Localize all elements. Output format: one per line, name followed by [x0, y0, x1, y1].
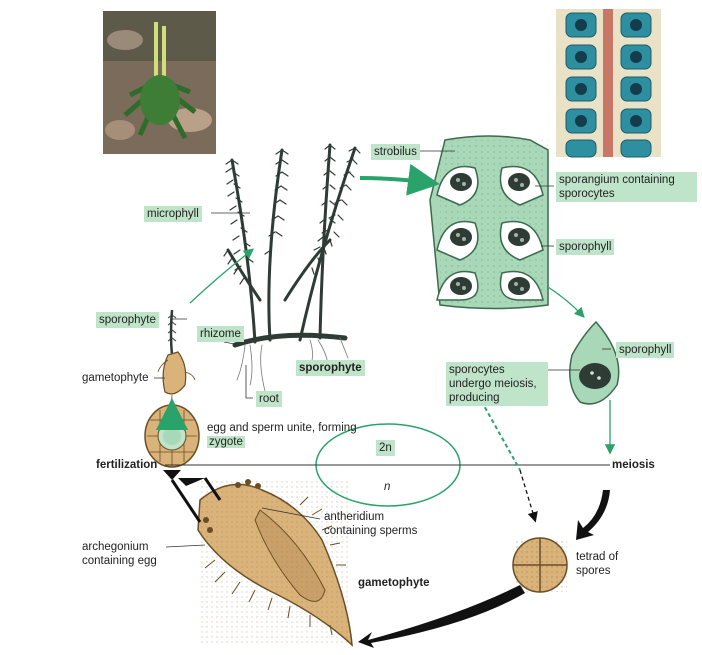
- strobilus-micrograph: [556, 9, 661, 158]
- plant-photo: [103, 11, 216, 154]
- label-tetrad: tetrad of spores: [576, 551, 619, 577]
- label-diploid: 2n: [376, 440, 395, 456]
- black-arrows: [163, 469, 610, 648]
- strobilus-section: [429, 135, 549, 310]
- label-sporophyll-strobilus: sporophyll: [556, 239, 615, 255]
- sporophyte-drawing: [223, 143, 361, 396]
- label-haploid: n: [384, 481, 391, 493]
- single-sporophyll: [569, 320, 620, 405]
- label-sporophyte-generation: sporophyte: [296, 360, 365, 376]
- label-gametophyte-generation: gametophyte: [358, 577, 430, 589]
- label-sporocytes-meiosis: sporocytes undergo meiosis, producing: [446, 362, 548, 406]
- egg-sperm-text: egg and sperm unite, forming: [207, 422, 357, 434]
- young-sporophyte: [157, 309, 196, 406]
- label-archegonium: archegonium containing egg: [82, 541, 157, 567]
- zygote-label: zygote: [207, 436, 245, 448]
- label-sporangium: sporangium containing sporocytes: [556, 172, 697, 202]
- label-microphyll: microphyll: [144, 206, 202, 222]
- label-rhizome: rhizome: [197, 326, 244, 342]
- gametophyte-drawing: [197, 479, 353, 647]
- label-fertilization: fertilization: [96, 459, 158, 471]
- label-young-sporophyte: sporophyte: [96, 312, 159, 328]
- label-root: root: [256, 391, 282, 407]
- label-antheridium: antheridium containing sperms: [324, 511, 418, 537]
- label-young-gametophyte: gametophyte: [82, 372, 149, 384]
- tetrad-drawing: [512, 537, 568, 593]
- label-sporophyll-single: sporophyll: [616, 342, 675, 358]
- label-meiosis: meiosis: [612, 459, 655, 471]
- strobilus-arrow: [359, 163, 440, 196]
- label-egg-sperm-unite: egg and sperm unite, forming zygote: [207, 421, 357, 449]
- green-arrows: [189, 248, 616, 471]
- label-strobilus: strobilus: [371, 144, 420, 160]
